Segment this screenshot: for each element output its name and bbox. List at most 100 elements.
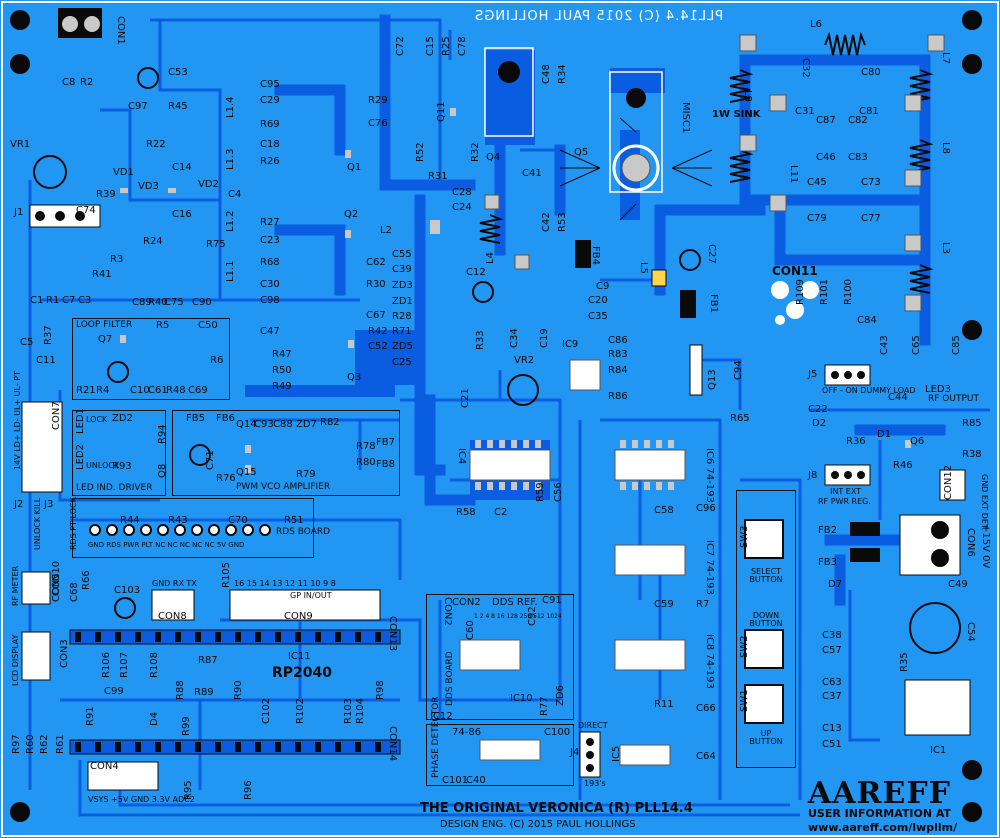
component-label: R37 <box>43 325 54 345</box>
component-label: R103 <box>343 697 354 724</box>
unlock-kill-label: UNLOCK KILL <box>33 497 42 550</box>
component-label: L7 <box>940 52 951 64</box>
component-label: R22 <box>146 139 166 150</box>
con7-label: CON7 <box>51 401 62 430</box>
con12-label: CON12 <box>943 464 954 500</box>
component-label: C40 <box>466 775 486 786</box>
component-label: L1.3 <box>225 148 236 170</box>
component-label: Q14 <box>236 419 257 430</box>
component-label: R5 <box>156 320 170 331</box>
component-label: C75 <box>164 297 184 308</box>
component-label: C44 <box>888 392 908 403</box>
rds-pins: GND RDS PWR PLT NC NC NC NC NC 5V GND <box>88 541 245 549</box>
component-label: ZD6 <box>555 685 566 706</box>
con11-label: CON11 <box>772 264 818 278</box>
component-label: FB2 <box>818 525 837 536</box>
component-label: C18 <box>260 139 280 150</box>
component-label: R90 <box>233 680 244 700</box>
component-label: C95 <box>260 79 280 90</box>
component-label: C80 <box>861 67 881 78</box>
component-label: D2 <box>812 418 827 429</box>
component-label: ZD1 <box>392 296 413 307</box>
component-label: C8 <box>62 77 76 88</box>
component-label: C85 <box>951 335 962 355</box>
component-label: C49 <box>948 579 968 590</box>
component-label: D4 <box>149 711 160 726</box>
component-label: C65 <box>911 335 922 355</box>
select-button-label: SELECT BUTTON <box>749 567 783 584</box>
phase-detector-title: PHASE DETECTOR <box>431 696 441 778</box>
rf-output-label: RF OUTPUT <box>928 394 979 404</box>
component-label: C67 <box>366 310 386 321</box>
user-info-line1: USER INFORMATION AT <box>808 807 952 820</box>
component-label: C57 <box>822 645 842 656</box>
component-label: C9 <box>596 281 610 292</box>
component-label: C23 <box>260 235 280 246</box>
component-label: C97 <box>128 101 148 112</box>
component-label: R49 <box>272 381 292 392</box>
component-label: C20 <box>588 295 608 306</box>
component-label: C70 <box>228 515 248 526</box>
component-label: C5 <box>20 337 34 348</box>
component-label: C69 <box>188 385 208 396</box>
heatsink-title: 1W SINK <box>712 109 761 120</box>
ic1-label: IC1 <box>930 745 947 756</box>
component-label: C38 <box>822 630 842 641</box>
component-label: D7 <box>828 579 843 590</box>
component-label: R53 <box>557 212 568 232</box>
component-label: Q11 <box>436 101 447 122</box>
component-label: R93 <box>112 461 132 472</box>
component-label: R2 <box>80 77 94 88</box>
component-label: C32 <box>800 58 811 78</box>
component-label: R36 <box>846 436 866 447</box>
component-label: FB6 <box>216 413 235 424</box>
lock-label: LOCK <box>86 415 108 424</box>
component-label: R24 <box>143 236 163 247</box>
component-label: C68 <box>69 582 80 602</box>
component-label: VR2 <box>514 355 535 366</box>
component-label: FB1 <box>708 294 719 313</box>
component-label: Q1 <box>347 162 362 173</box>
component-label: C71 <box>205 450 216 470</box>
sw1-label: SW1 <box>739 689 750 712</box>
con1-label: CON1 <box>115 16 126 45</box>
sw2-label: SW2 <box>739 635 750 658</box>
ic11-label: IC11 <box>288 651 311 662</box>
j8-label: J8 <box>808 470 818 481</box>
component-label: ZD7 <box>296 419 317 430</box>
down-button-label: DOWN BUTTON <box>749 611 783 628</box>
component-label: C11 <box>36 355 56 366</box>
component-label: FB8 <box>376 459 395 470</box>
con2-text: CON2 <box>452 597 481 608</box>
component-label: R45 <box>168 101 188 112</box>
j4-label: J4 <box>570 747 580 758</box>
con6-label: CON6 <box>965 528 976 557</box>
component-label: C37 <box>822 691 842 702</box>
con3-label: CON3 <box>59 639 70 668</box>
component-label: C13 <box>822 723 842 734</box>
int-ext-label: INT EXT <box>830 487 862 496</box>
component-label: R80 <box>356 457 376 468</box>
component-label: C89 <box>132 297 152 308</box>
component-label: R104 <box>355 697 366 724</box>
rf-pwr-reg-label: RF PWR REG. <box>818 497 871 506</box>
component-label: C78 <box>457 36 468 56</box>
dds-board-title: DDS BOARD <box>445 651 455 706</box>
rp2040-title: RP2040 <box>272 665 333 681</box>
component-label: C88 <box>273 419 293 430</box>
component-label: C54 <box>965 622 976 642</box>
component-label: C53 <box>168 67 188 78</box>
con3-pins: 16 15 14 13 12 11 10 9 8 <box>234 579 336 588</box>
component-label: R51 <box>284 515 304 526</box>
component-label: R39 <box>96 189 116 200</box>
component-label: R82 <box>320 417 340 428</box>
rds-pt-lock-label: RDS PT LOCK <box>69 497 78 550</box>
component-label: C39 <box>392 264 412 275</box>
component-label: FB3 <box>818 557 837 568</box>
component-label: R84 <box>608 365 628 376</box>
ic9-label: IC9 <box>562 339 579 350</box>
component-label: R79 <box>296 469 316 480</box>
ic8-label: IC8 74-193 <box>704 634 715 689</box>
component-label: C12 <box>466 267 486 278</box>
component-label: C41 <box>522 168 542 179</box>
